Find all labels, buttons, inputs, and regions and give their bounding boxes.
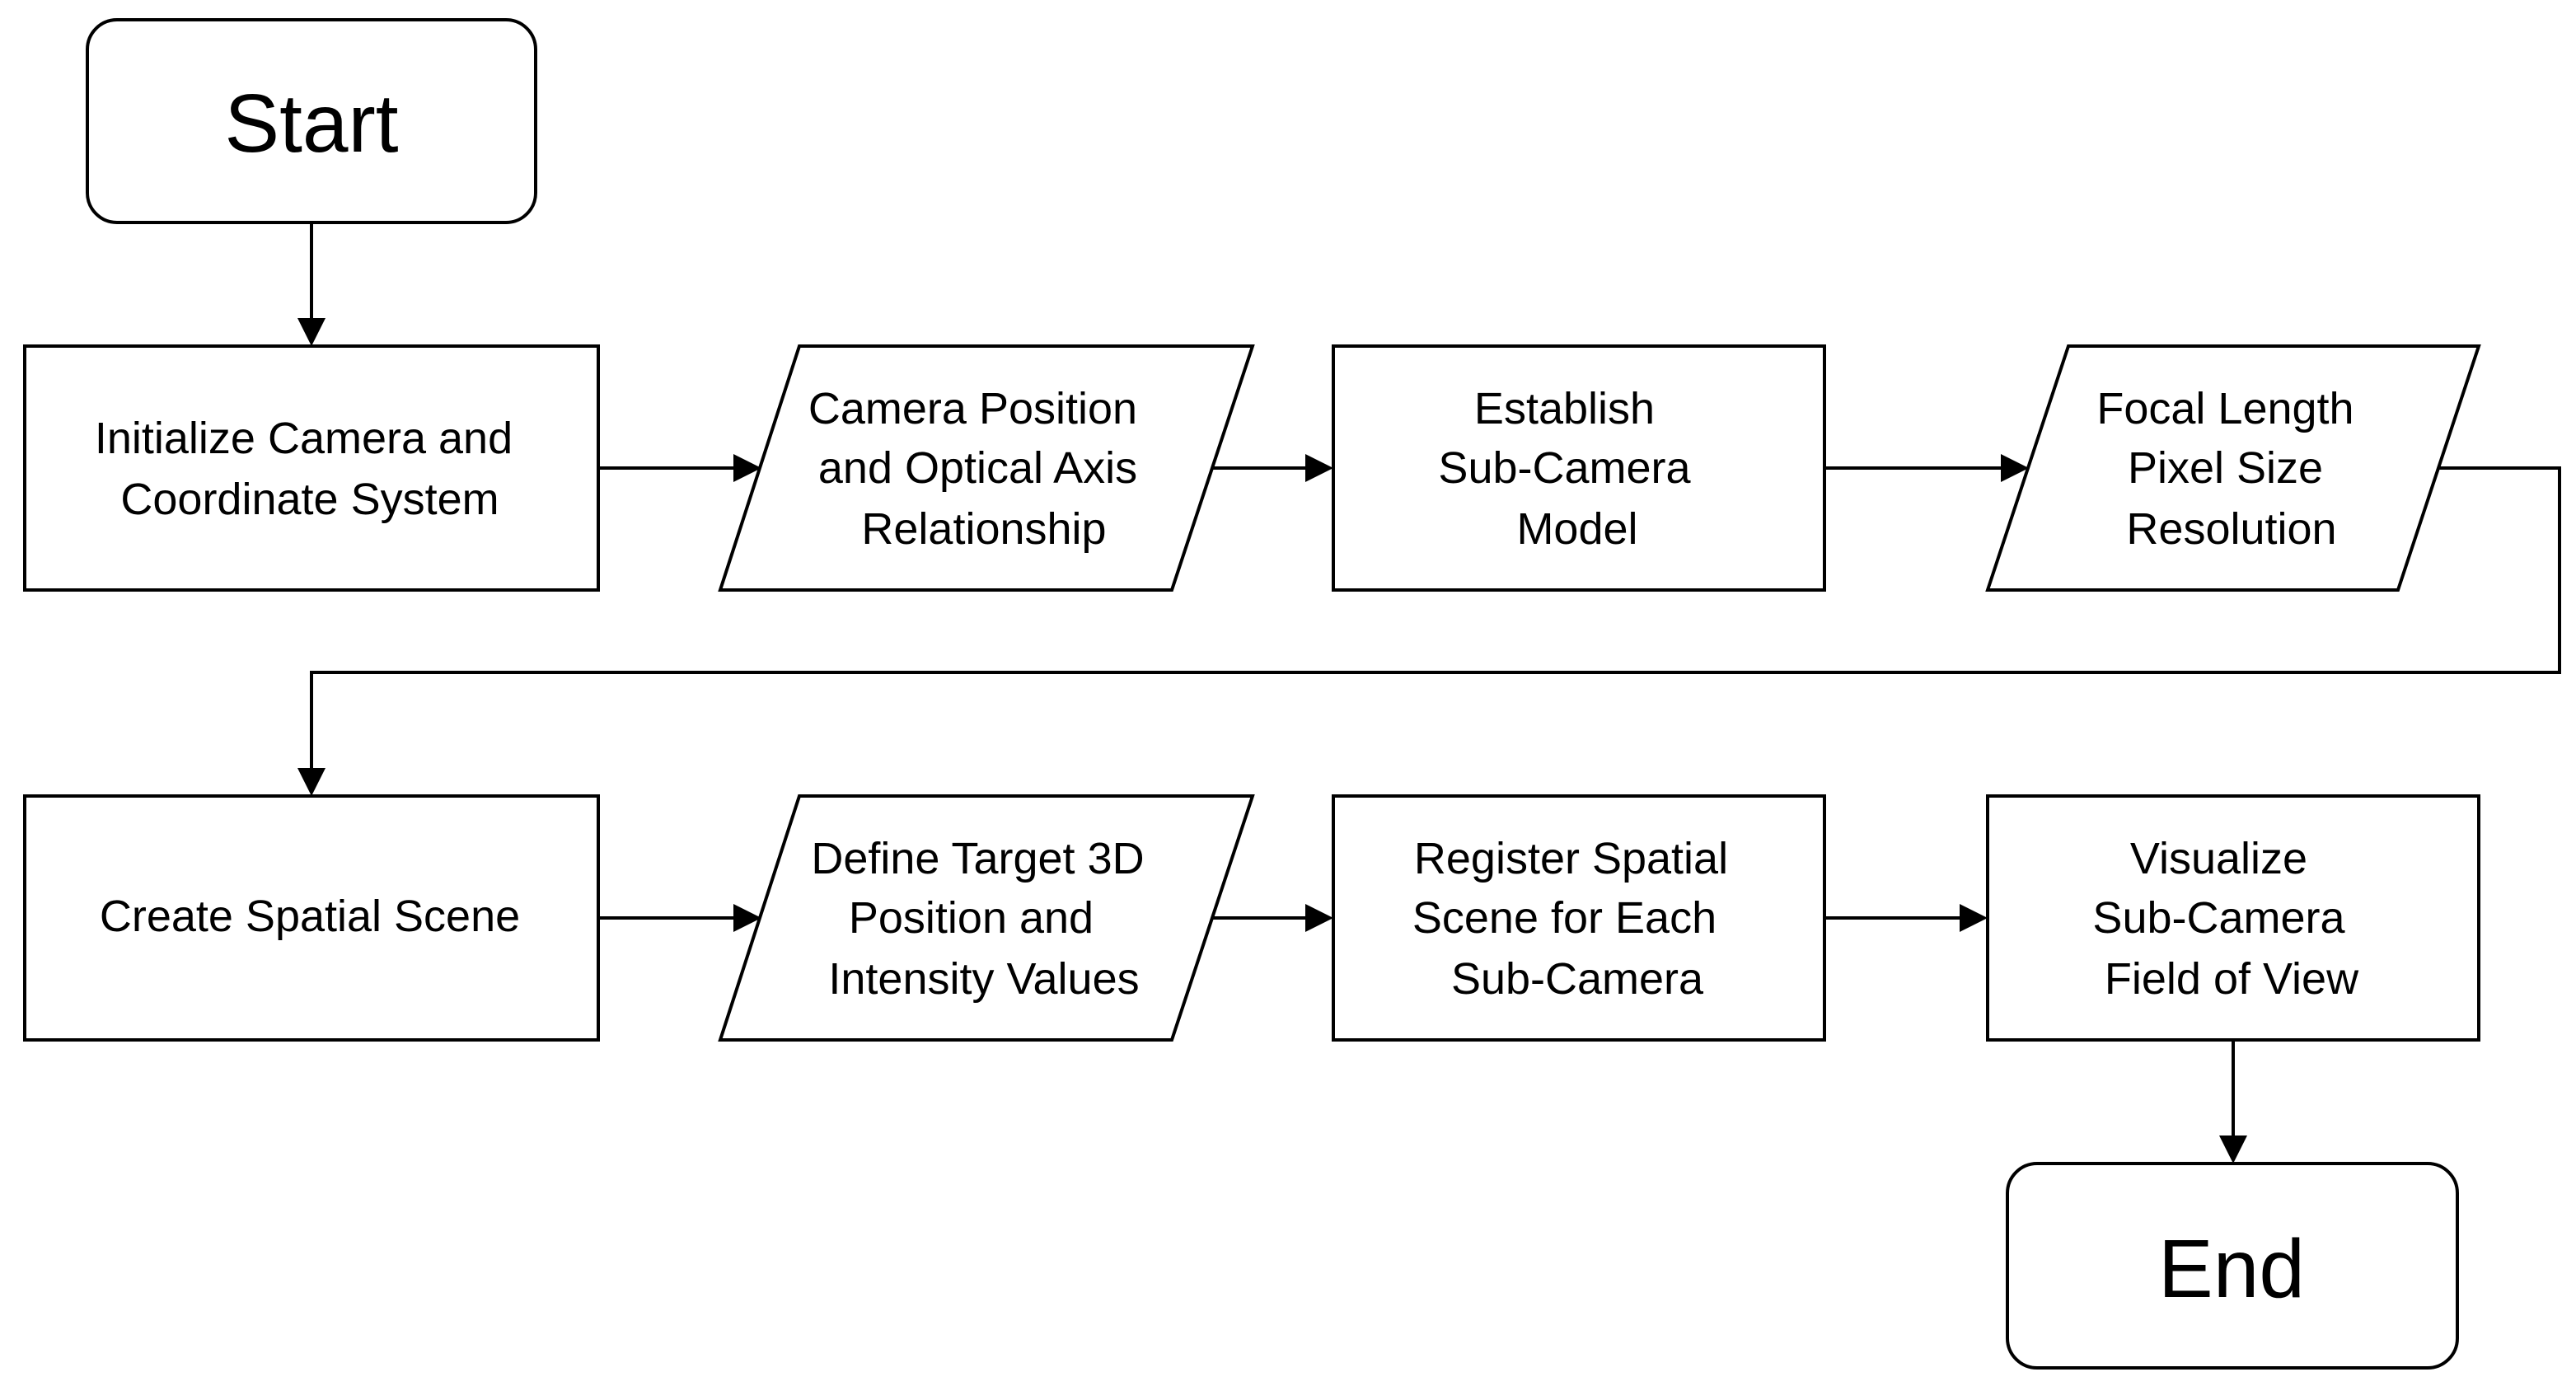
focal-length-data-shape <box>1985 344 2481 592</box>
end-label-line: End <box>2158 1223 2305 1315</box>
connector-focal-length-to-create-spatial-scene <box>297 466 2561 796</box>
sub-camera-model-label-line: Model <box>1516 504 1637 554</box>
end-terminal-shape <box>2006 1162 2459 1370</box>
start-label: Start <box>224 77 398 170</box>
arrowhead-icon <box>1305 904 1333 932</box>
visualize-label-line: Visualize <box>2130 834 2307 883</box>
initialize-camera-label-line: Initialize Camera and <box>95 414 513 463</box>
visualize-process-shape <box>1986 794 2480 1042</box>
focal-length-label-line: Focal Length <box>2096 384 2354 433</box>
sub-camera-model-label-line: Establish <box>1474 384 1655 433</box>
node-visualize: Visualize Sub-Camera Field of View <box>1986 794 2480 1042</box>
node-start: Start <box>86 18 537 224</box>
connector-line <box>310 466 2561 776</box>
define-target-label: Define Target 3D Position and Intensity … <box>811 834 1156 1004</box>
start-label-line: Start <box>224 77 398 170</box>
node-camera-position: Camera Position and Optical Axis Relatio… <box>718 344 1255 592</box>
connector-create-spatial-scene-to-define-target <box>598 904 761 932</box>
register-scene-label: Register Spatial Scene for Each Sub-Came… <box>1412 834 1740 1004</box>
define-target-label-line: Intensity Values <box>828 954 1139 1004</box>
register-scene-label-line: Scene for Each <box>1412 893 1717 943</box>
arrowhead-icon <box>2219 1135 2247 1164</box>
node-focal-length: Focal Length Pixel Size Resolution <box>1985 344 2481 592</box>
connector-sub-camera-model-to-focal-length <box>1824 454 2029 482</box>
arrowhead-icon <box>297 768 326 796</box>
camera-position-data-shape <box>718 344 1255 592</box>
focal-length-label: Focal Length Pixel Size Resolution <box>2096 384 2366 554</box>
create-spatial-scene-process-shape <box>23 794 600 1042</box>
connector-visualize-to-end <box>2219 1040 2247 1164</box>
connector-initialize-to-camera-position <box>598 454 761 482</box>
arrowhead-icon <box>2001 454 2029 482</box>
arrowhead-icon <box>297 318 326 346</box>
initialize-camera-label-line: Coordinate System <box>120 475 499 524</box>
camera-position-label-line: Relationship <box>861 504 1106 554</box>
visualize-label: Visualize Sub-Camera Field of View <box>2092 834 2359 1004</box>
sub-camera-model-label: Establish Sub-Camera Model <box>1438 384 1703 554</box>
arrowhead-icon <box>1960 904 1988 932</box>
focal-length-label-line: Pixel Size <box>2128 443 2323 493</box>
node-sub-camera-model: Establish Sub-Camera Model <box>1332 344 1826 592</box>
visualize-label-line: Sub-Camera <box>2092 893 2345 943</box>
end-label: End <box>2158 1223 2305 1315</box>
node-define-target: Define Target 3D Position and Intensity … <box>718 794 1255 1042</box>
arrowhead-icon <box>733 904 761 932</box>
focal-length-label-line: Resolution <box>2126 504 2336 554</box>
connector-camera-position-to-sub-camera-model <box>1211 454 1333 482</box>
camera-position-label-line: and Optical Axis <box>818 443 1137 493</box>
create-spatial-scene-label: Create Spatial Scene <box>100 892 520 941</box>
camera-position-label-line: Camera Position <box>808 384 1137 433</box>
sub-camera-model-label-line: Sub-Camera <box>1438 443 1691 493</box>
arrowhead-icon <box>733 454 761 482</box>
visualize-label-line: Field of View <box>2105 954 2359 1004</box>
node-create-spatial-scene: Create Spatial Scene <box>23 794 600 1042</box>
define-target-data-shape <box>718 794 1255 1042</box>
define-target-label-line: Define Target 3D <box>811 834 1144 883</box>
register-scene-label-line: Register Spatial <box>1414 834 1728 883</box>
connector-register-scene-to-visualize <box>1824 904 1988 932</box>
connector-start-to-initialize <box>297 222 326 346</box>
arrowhead-icon <box>1305 454 1333 482</box>
initialize-camera-process-shape <box>23 344 600 592</box>
connector-define-target-to-register-scene <box>1211 904 1333 932</box>
initialize-camera-label: Initialize Camera and Coordinate System <box>95 414 525 524</box>
sub-camera-model-process-shape <box>1332 344 1826 592</box>
define-target-label-line: Position and <box>849 893 1094 943</box>
node-end: End <box>2006 1162 2459 1370</box>
create-spatial-scene-label-line: Create Spatial Scene <box>100 892 520 941</box>
register-scene-label-line: Sub-Camera <box>1451 954 1704 1004</box>
node-initialize-camera: Initialize Camera and Coordinate System <box>23 344 600 592</box>
camera-position-label: Camera Position and Optical Axis Relatio… <box>808 384 1150 554</box>
node-register-scene: Register Spatial Scene for Each Sub-Came… <box>1332 794 1826 1042</box>
